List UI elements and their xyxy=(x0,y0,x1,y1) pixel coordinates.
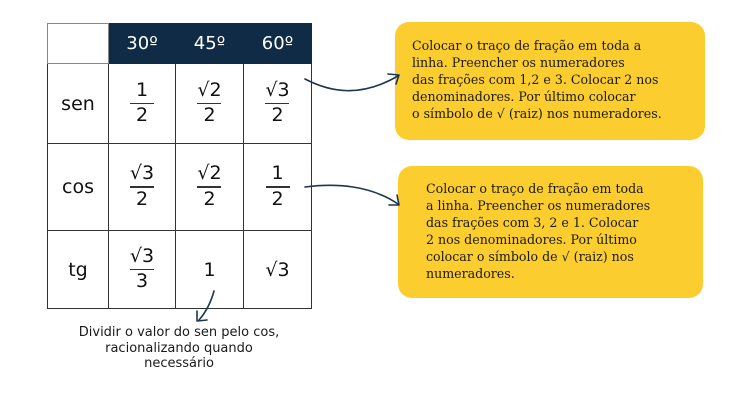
tg-instruction-caption: Dividir o valor do sen pelo cos, raciona… xyxy=(48,325,310,372)
cell-tg-60: √3 xyxy=(243,230,312,309)
caption-line: necessário xyxy=(144,356,214,371)
caption-line: Dividir o valor do sen pelo cos, xyxy=(78,325,280,340)
fraction-bar xyxy=(265,102,290,105)
numerator: √2 xyxy=(197,162,222,185)
cos-instruction-note: Colocar o traço de fração em toda a linh… xyxy=(398,166,703,298)
cell-tg-45: 1 xyxy=(175,230,244,309)
note-line: denominadores. Por último colocar xyxy=(412,89,636,104)
denominator: 3 xyxy=(135,270,149,293)
table-header-row: 30º 45º 60º xyxy=(47,23,312,64)
fraction-bar xyxy=(265,186,290,188)
arrow-cos-to-note-icon xyxy=(304,184,400,206)
denominator: 2 xyxy=(271,187,284,210)
angle-header-30: 30º xyxy=(108,23,176,64)
note-line: Colocar o traço de fração em toda xyxy=(426,181,644,196)
caption-line: racionalizando quando xyxy=(105,340,253,356)
numerator: √2 xyxy=(197,78,222,101)
numerator: 1 xyxy=(135,78,149,101)
cell-value: 1 xyxy=(203,258,216,281)
table-corner-cell xyxy=(47,23,109,64)
denominator: 2 xyxy=(135,104,149,127)
denominator: 2 xyxy=(203,104,216,127)
fraction-bar xyxy=(197,186,222,188)
note-line: a linha. Preencher os numeradores xyxy=(426,198,651,213)
angle-header-45: 45º xyxy=(175,23,244,64)
denominator: 2 xyxy=(271,104,284,127)
function-label-sen: sen xyxy=(47,63,109,144)
fraction-bar xyxy=(129,186,154,188)
numerator: √3 xyxy=(265,78,290,101)
denominator: 2 xyxy=(135,187,149,210)
note-line: o símbolo de √ (raiz) nos numeradores. xyxy=(412,106,662,121)
fraction-bar xyxy=(197,102,222,105)
note-line: das frações com 3, 2 e 1. Colocar xyxy=(426,215,639,230)
numerator: 1 xyxy=(271,162,284,185)
numerator: √3 xyxy=(129,162,155,185)
function-label-cos: cos xyxy=(47,143,109,231)
cell-value: √3 xyxy=(265,258,290,281)
note-line: 2 nos denominadores. Por último xyxy=(426,232,637,247)
note-line: das frações com 1,2 e 3. Colocar 2 nos xyxy=(412,72,659,87)
note-line: linha. Preencher os numeradores xyxy=(412,55,625,70)
function-label-tg: tg xyxy=(47,230,109,309)
note-line: colocar o símbolo de √ (raiz) nos xyxy=(426,249,634,264)
note-line: Colocar o traço de fração em toda a xyxy=(412,38,642,53)
fraction-bar xyxy=(130,102,154,105)
denominator: 2 xyxy=(203,187,216,210)
fraction-bar xyxy=(129,268,154,271)
note-line: numeradores. xyxy=(426,266,515,281)
sen-instruction-note: Colocar o traço de fração em toda a linh… xyxy=(395,22,705,140)
arrow-sen-to-note-icon xyxy=(304,73,400,92)
angle-header-60: 60º xyxy=(243,23,312,64)
numerator: √3 xyxy=(129,244,155,267)
